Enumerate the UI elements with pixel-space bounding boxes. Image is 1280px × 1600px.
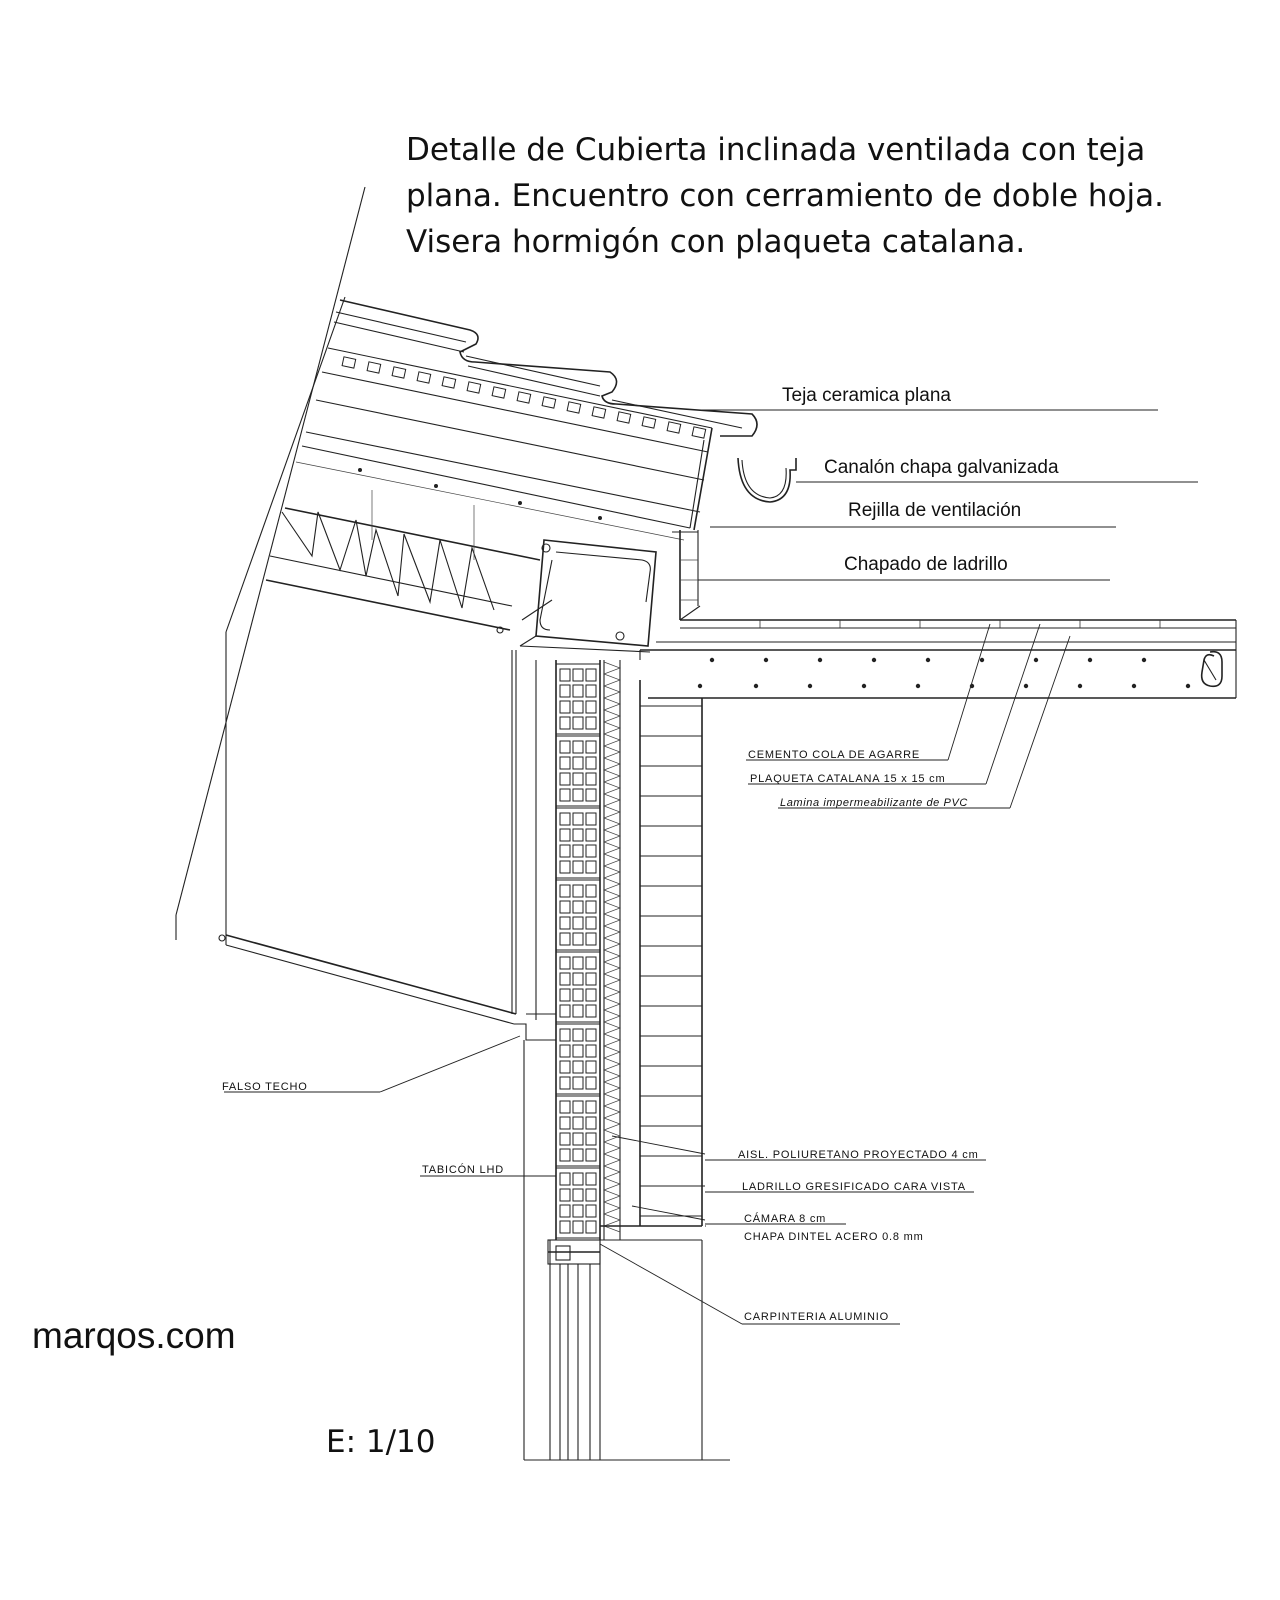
tile-cavity-row [341,356,707,439]
label-plaqueta: PLAQUETA CATALANA 15 x 15 cm [750,773,945,785]
roof-tiles [339,299,758,437]
label-aislamiento: AISL. POLIURETANO PROYECTADO 4 cm [738,1149,979,1161]
brand-watermark: marqos.com [32,1315,236,1356]
detail-labels: CEMENTO COLA DE AGARRE PLAQUETA CATALANA… [222,749,1010,1325]
label-chapa-dintel: CHAPA DINTEL ACERO 0.8 mm [744,1231,924,1243]
window-frame [524,1239,730,1461]
false-ceiling [218,650,556,1041]
label-rejilla: Rejilla de ventilación [848,500,1021,521]
label-tabicon: TABICÓN LHD [422,1163,504,1176]
drawing-title: Detalle de Cubierta inclinada ventilada … [406,132,1164,260]
concrete-canopy [639,605,1237,699]
label-canalon: Canalón chapa galvanizada [824,457,1059,478]
inner-hollow-brick-wall [523,660,601,1460]
title-line-2: plana. Encuentro con cerramiento de dobl… [406,178,1164,214]
label-falso-techo: FALSO TECHO [222,1081,308,1093]
label-cemento: CEMENTO COLA DE AGARRE [748,749,920,761]
gutter [737,457,797,503]
label-camara: CÁMARA 8 cm [744,1212,826,1225]
section-outline [175,186,366,940]
label-lamina: Lamina impermeabilizante de PVC [780,797,968,809]
title-line-1: Detalle de Cubierta inclinada ventilada … [406,132,1145,168]
insulation-layer [603,660,621,1240]
label-carpinteria: CARPINTERIA ALUMINIO [744,1311,889,1323]
label-teja: Teja ceramica plana [782,385,951,406]
edge-beam [496,539,657,653]
label-ladrillo: LADRILLO GRESIFICADO CARA VISTA [742,1181,966,1193]
cladding-column [672,530,699,620]
leader-lines [224,409,1198,1325]
main-labels: Teja ceramica plana Canalón chapa galvan… [782,385,1059,575]
truss-lattice [281,511,495,611]
label-chapado: Chapado de ladrillo [844,554,1008,575]
drawing-scale: E: 1/10 [326,1424,436,1460]
outer-face-brick-wall [600,680,703,1241]
title-line-3: Visera hormigón con plaqueta catalana. [406,224,1025,260]
sloped-roof-assembly [265,299,758,631]
